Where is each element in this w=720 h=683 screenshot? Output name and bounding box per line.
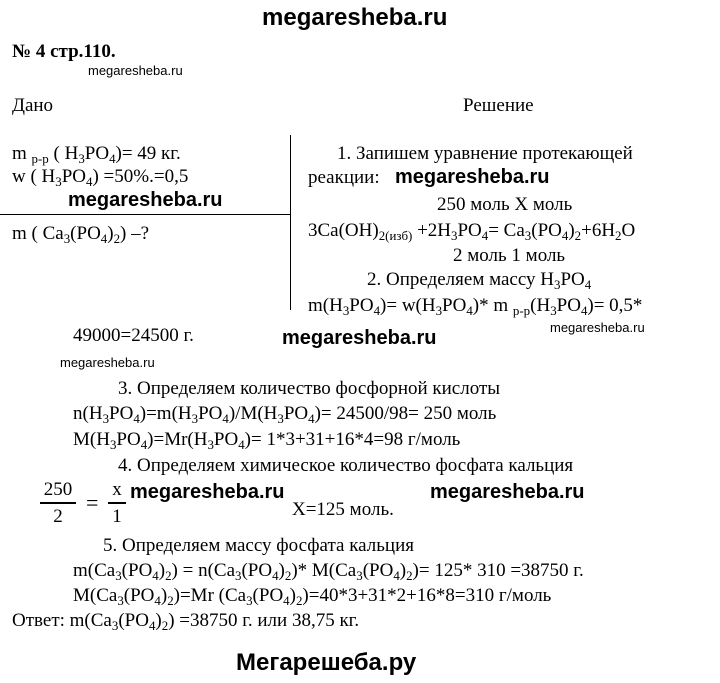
fraction-right: x 1: [108, 480, 126, 526]
solution-heading: Решение: [463, 95, 534, 116]
fraction-right-bar: [108, 502, 126, 504]
given-mass-fraction: w ( H3PO4) =50%.=0,5: [12, 166, 189, 189]
step5-molar-mass: M(Ca3(PO4)2)=Mr (Ca3(PO4)2)=40*3+31*2+16…: [73, 585, 552, 608]
step3-amount: n(H3PO4)=m(H3PO4)/M(H3PO4)= 24500/98= 25…: [73, 403, 497, 426]
watermark-step2: megaresheba.ru: [282, 327, 437, 349]
step2-formula: m(H3PO4)= w(H3PO4)* m р-р(H3PO4)= 0,5*: [308, 295, 643, 318]
step4-result: X=125 моль.: [292, 499, 394, 520]
fraction-right-denominator: 1: [112, 506, 122, 527]
equation-moles-below: 2 моль 1 моль: [453, 245, 566, 266]
watermark-given: megaresheba.ru: [68, 189, 223, 211]
find-quantity: m ( Ca3(PO4)2) –?: [12, 223, 150, 246]
step1-title-continued: реакции:: [308, 167, 380, 188]
answer: Ответ: m(Ca3(PO4)2) =38750 г. или 38,75 …: [12, 610, 360, 633]
watermark-small-step3: megaresheba.ru: [60, 355, 155, 370]
step3-molar-mass: M(H3PO4)=Mr(H3PO4)= 1*3+31+16*4=98 г/мол…: [73, 429, 461, 452]
watermark-step4-right: megaresheba.ru: [430, 481, 585, 503]
given-mass-solution: m р-р ( H3PO4)= 49 кг.: [12, 143, 181, 166]
watermark-small: megaresheba.ru: [88, 63, 183, 78]
fraction-left: 250 2: [40, 480, 76, 526]
step2-result: 49000=24500 г.: [73, 325, 194, 346]
step5-title: 5. Определяем массу фосфата кальция: [103, 535, 414, 556]
given-heading: Дано: [12, 95, 54, 116]
equation-moles-above: 250 моль X моль: [437, 194, 573, 215]
watermark-step4-left: megaresheba.ru: [130, 481, 285, 503]
step1-title: 1. Запишем уравнение протекающей: [337, 143, 633, 164]
watermark-small-step2: megaresheba.ru: [550, 320, 645, 335]
fraction-left-numerator: 250: [43, 479, 73, 500]
fraction-left-denominator: 2: [53, 506, 63, 527]
step3-title: 3. Определяем количество фосфорной кисло…: [118, 378, 501, 399]
fraction-left-bar: [40, 502, 76, 504]
watermark-top: megaresheba.ru: [262, 4, 448, 31]
fraction-equals: =: [86, 490, 99, 515]
watermark-footer: Мегарешеба.ру: [236, 649, 417, 676]
fraction-right-numerator: x: [112, 479, 122, 500]
given-divider-horizontal: [0, 214, 290, 215]
step4-title: 4. Определяем химическое количество фосф…: [118, 455, 574, 476]
reaction-equation: 3Ca(OH)2(изб) +2H3PO4= Ca3(PO4)2+6H2O: [308, 220, 636, 243]
step5-mass: m(Ca3(PO4)2) = n(Ca3(PO4)2)* M(Ca3(PO4)2…: [73, 560, 584, 583]
watermark-step1: megaresheba.ru: [395, 166, 550, 188]
problem-reference: № 4 стр.110.: [12, 41, 116, 62]
step2-title: 2. Определяем массу H3PO4: [367, 269, 592, 292]
given-divider-vertical: [290, 135, 291, 310]
